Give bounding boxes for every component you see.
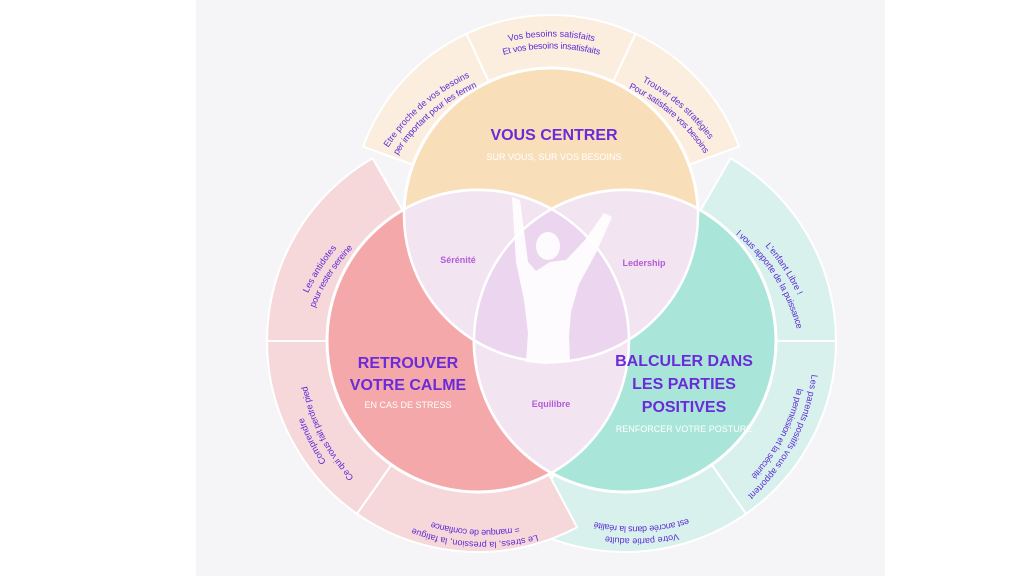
circle-top-title: VOUS CENTRER bbox=[490, 127, 618, 144]
circle-left-title-line1: RETROUVER bbox=[358, 355, 459, 372]
intersection-bottom-label: Equilibre bbox=[532, 399, 571, 409]
circle-top-subtitle: SUR VOUS, SUR VOS BESOINS bbox=[486, 152, 621, 162]
circle-right-title-line1: BALCULER DANS bbox=[615, 353, 753, 370]
circle-left-title-line2: VOTRE CALME bbox=[350, 377, 467, 394]
person-silhouette bbox=[512, 197, 612, 364]
circle-right-title-line3: POSITIVES bbox=[642, 399, 727, 416]
circle-right-title-line2: LES PARTIES bbox=[632, 376, 736, 393]
circle-right-subtitle: RENFORCER VOTRE POSTURE bbox=[616, 424, 753, 434]
intersection-top-left-label: Sérénité bbox=[440, 255, 476, 265]
ring-top-line1: Vos besoins satisfaits bbox=[507, 29, 596, 44]
intersection-top-right-label: Ledership bbox=[622, 258, 666, 268]
circle-left-subtitle: EN CAS DE STRESS bbox=[364, 400, 451, 410]
